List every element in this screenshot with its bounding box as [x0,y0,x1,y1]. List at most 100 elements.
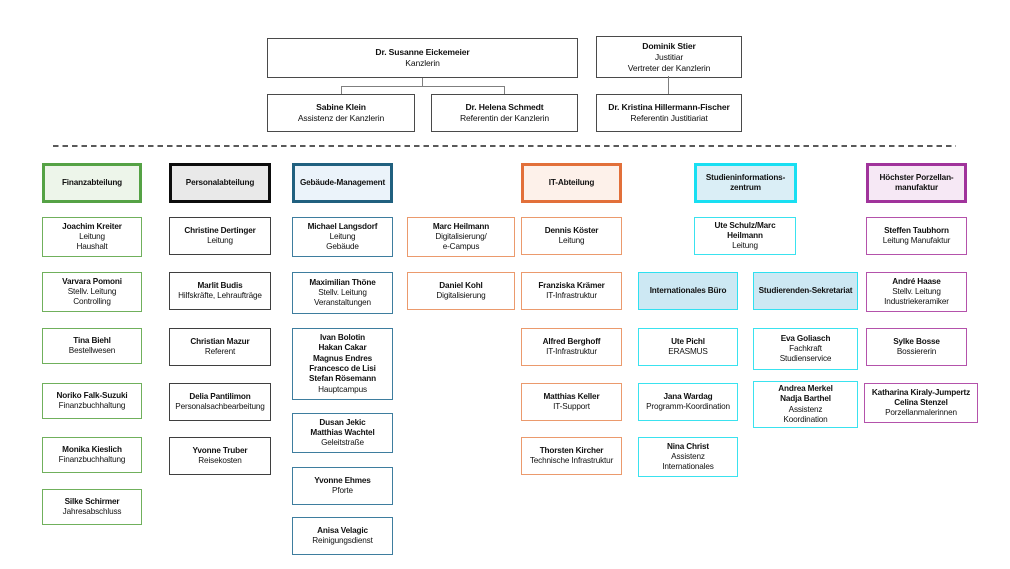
member-name: Dr. Helena Schmedt [465,102,544,112]
member-role: Hauptcampus [318,384,367,394]
member-role: Digitalisierung/ e-Campus [435,231,487,252]
box-dennis-koester: Dennis Köster Leitung [521,217,622,255]
member-role: Leitung Haushalt [76,231,108,252]
member-name: Sylke Bosse [893,336,940,346]
box-christian-mazur: Christian Mazur Referent [169,328,271,366]
member-role: Stellv. Leitung Veranstaltungen [314,287,371,308]
member-role: Assistenz Internationales [662,451,714,472]
member-role: Referentin der Kanzlerin [459,113,550,123]
box-ute-pichl: Ute Pichl ERASMUS [638,328,738,366]
member-name: Jana Wardag [663,391,713,401]
box-legal-advisor: Dr. Kristina Hillermann-Fischer Referent… [596,94,742,132]
box-noriko-falk-suzuki: Noriko Falk-Suzuki Finanzbuchhaltung [42,383,142,419]
member-role: Personalsachbearbeitung [175,402,265,411]
member-role: Stellv. Leitung Controlling [67,286,117,307]
member-role: Programm-Koordination [646,402,730,411]
member-name: Anisa Velagic [317,525,368,535]
member-name: Ute Schulz/Marc Heilmann [714,220,776,240]
dept-header-it-abteilung: IT-Abteilung [521,163,622,203]
connector-line [341,86,505,87]
box-daniel-kohl: Daniel Kohl Digitalisierung [407,272,515,310]
member-role: Fachkraft Studienservice [779,343,832,364]
subunit-header-studierenden-sekretariat: Studierenden-Sekretariat [753,272,858,310]
member-role: Technische Infrastruktur [529,456,614,465]
box-matthias-keller: Matthias Keller IT-Support [521,383,622,421]
member-role: Stellv. Leitung Industriekeramiker [884,286,949,307]
member-name: Silke Schirmer [64,496,120,506]
member-role: Hilfskräfte, Lehraufträge [178,291,262,300]
member-name: Franziska Krämer [538,280,605,290]
box-yvonne-ehmes: Yvonne Ehmes Pforte [292,467,393,505]
box-assistant: Sabine Klein Assistenz der Kanzlerin [267,94,415,132]
member-name: Maximilian Thöne [309,277,376,287]
connector-line [341,86,342,94]
member-name: Dennis Köster [544,225,599,235]
member-role: Leitung Manufaktur [882,236,951,245]
member-name: Daniel Kohl [439,280,483,290]
member-name: Thorsten Kircher [539,445,604,455]
box-steffen-taubhorn: Steffen Taubhorn Leitung Manufaktur [866,217,967,255]
box-hauptcampus-team: Ivan Bolotin Hakan Cakar Magnus Endres F… [292,328,393,400]
box-joachim-kreiter: Joachim Kreiter Leitung Haushalt [42,217,142,257]
box-yvonne-truber: Yvonne Truber Reisekosten [169,437,271,475]
box-marc-heilmann-digital: Marc Heilmann Digitalisierung/ e-Campus [407,217,515,257]
dept-title: Gebäude-Management [299,177,386,187]
subunit-title: Studierenden-Sekretariat [758,285,853,295]
member-role: Jahresabschluss [62,507,122,516]
member-name: Ute Pichl [671,336,705,346]
member-role: Finanzbuchhaltung [58,401,126,410]
member-name: André Haase [892,276,941,286]
member-role: Kanzlerin [405,58,440,68]
member-role: Finanzbuchhaltung [58,455,126,464]
box-varvara-pomoni: Varvara Pomoni Stellv. Leitung Controlli… [42,272,142,312]
dept-header-studieninformationszentrum: Studieninformations- zentrum [694,163,797,203]
box-eva-goliasch: Eva Goliasch Fachkraft Studienservice [753,328,858,370]
member-role: Bossiererin [896,347,937,356]
member-role: Reisekosten [198,456,242,465]
box-kiraly-jumpertz-stenzel: Katharina Kiraly-Jumpertz Celina Stenzel… [864,383,978,423]
member-name: Monika Kieslich [62,444,122,454]
box-christine-dertinger: Christine Dertinger Leitung [169,217,271,255]
box-chancellor-advisor: Dr. Helena Schmedt Referentin der Kanzle… [431,94,578,132]
member-role: Bestellwesen [68,346,116,355]
member-role: IT-Infrastruktur [546,347,597,356]
member-name: Alfred Berghoff [542,336,601,346]
box-maximilian-thoene: Maximilian Thöne Stellv. Leitung Veranst… [292,272,393,314]
box-andre-haase: André Haase Stellv. Leitung Industrieker… [866,272,967,312]
member-name: Tina Biehl [73,335,111,345]
member-role: Referentin Justitiariat [630,113,708,123]
box-franziska-kraemer: Franziska Krämer IT-Infrastruktur [521,272,622,310]
member-role: Digitalisierung [436,291,486,300]
connector-line [668,76,669,94]
member-name: Marlit Budis [197,280,243,290]
box-nina-christ: Nina Christ Assistenz Internationales [638,437,738,477]
member-name: Dr. Susanne Eickemeier [375,47,470,57]
box-tina-biehl: Tina Biehl Bestellwesen [42,328,142,364]
box-thorsten-kircher: Thorsten Kircher Technische Infrastruktu… [521,437,622,475]
member-name: Dusan Jekic Matthias Wachtel [310,417,375,437]
member-role: Leitung [207,236,233,245]
member-role: Justitiar Vertreter der Kanzlerin [627,51,711,73]
subunit-title: Internationales Büro [649,285,727,295]
member-name: Ivan Bolotin Hakan Cakar Magnus Endres F… [309,333,376,384]
box-anisa-velagic: Anisa Velagic Reinigungsdienst [292,517,393,555]
box-monika-kieslich: Monika Kieslich Finanzbuchhaltung [42,437,142,473]
member-name: Katharina Kiraly-Jumpertz Celina Stenzel [871,387,971,407]
dept-header-gebaeude-management: Gebäude-Management [292,163,393,203]
connector-line [504,86,505,94]
member-role: Porzellanmalerinnen [885,408,957,418]
member-role: Leitung [732,241,758,251]
box-marlit-budis: Marlit Budis Hilfskräfte, Lehraufträge [169,272,271,310]
member-name: Dr. Kristina Hillermann-Fischer [608,102,730,112]
box-merkel-barthel: Andrea Merkel Nadja Barthel Assistenz Ko… [753,381,858,429]
member-role: Referent [204,347,236,356]
member-role: Leitung [558,236,585,245]
dept-header-personalabteilung: Personalabteilung [169,163,271,203]
box-ute-schulz-marc-heilmann: Ute Schulz/Marc Heilmann Leitung [694,217,796,255]
box-delia-pantilimon: Delia Pantilimon Personalsachbearbeitung [169,383,271,421]
member-name: Christine Dertinger [184,225,256,235]
dept-title: Finanzabteilung [61,177,123,187]
box-chancellor: Dr. Susanne Eickemeier Kanzlerin [267,38,578,78]
box-geleitstrasse-team: Dusan Jekic Matthias Wachtel Geleitstraß… [292,413,393,453]
member-role: IT-Support [553,402,590,411]
